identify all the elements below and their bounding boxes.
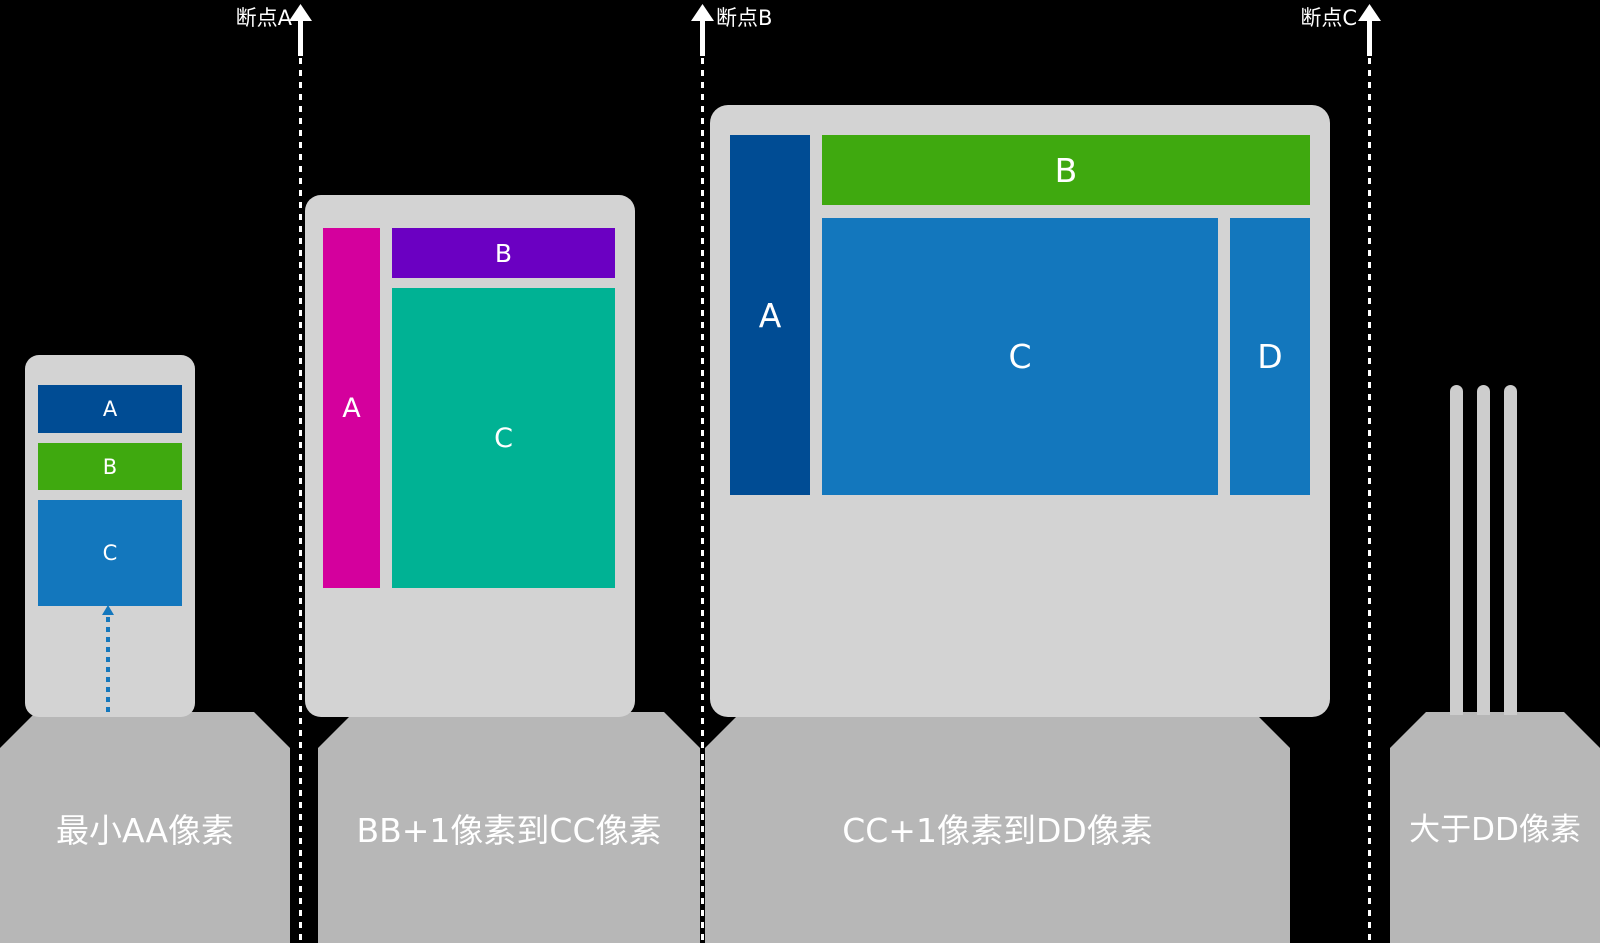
- layout-block-c: C: [392, 288, 615, 588]
- device-bar: [1450, 385, 1463, 715]
- device-large-screen: A B C D: [710, 105, 1330, 717]
- layout-block-b: B: [392, 228, 615, 278]
- breakpoint-c-label: 断点C: [1300, 6, 1357, 30]
- zone-banner-small: 最小AA像素: [0, 712, 290, 943]
- zone-banner-extra-large: 大于DD像素: [1390, 712, 1600, 943]
- zone-banner-large: CC+1像素到DD像素: [705, 712, 1290, 943]
- breakpoint-a-line: [299, 58, 302, 943]
- scroll-indicator-line: [106, 617, 110, 713]
- device-medium-screen: A B C: [305, 195, 635, 717]
- zone-label: 最小AA像素: [55, 811, 235, 850]
- layout-block-b: B: [822, 135, 1310, 205]
- up-arrow-icon: [1358, 4, 1381, 56]
- zone-label: CC+1像素到DD像素: [842, 811, 1153, 850]
- zone-label: 大于DD像素: [1409, 812, 1581, 848]
- breakpoint-c-line: [1368, 58, 1371, 943]
- layout-block-a: A: [323, 228, 380, 588]
- device-small-screen: A B C: [25, 355, 195, 717]
- up-arrow-icon: [691, 4, 714, 56]
- device-bar: [1504, 385, 1517, 715]
- up-arrow-icon: [289, 4, 312, 56]
- layout-block-a: A: [730, 135, 810, 495]
- layout-block-c: C: [38, 500, 182, 606]
- device-bar: [1477, 385, 1490, 715]
- breakpoint-a-label: 断点A: [235, 6, 292, 30]
- layout-block-b: B: [38, 443, 182, 490]
- layout-block-c: C: [822, 218, 1218, 495]
- partial-device-bars: [1450, 385, 1520, 715]
- zone-banner-medium: BB+1像素到CC像素: [318, 712, 700, 943]
- scroll-up-arrow-icon: [102, 605, 114, 615]
- layout-block-d: D: [1230, 218, 1310, 495]
- breakpoint-b-label: 断点B: [716, 6, 773, 30]
- zone-label: BB+1像素到CC像素: [356, 811, 662, 850]
- layout-block-a: A: [38, 385, 182, 433]
- breakpoint-b-line: [701, 58, 704, 943]
